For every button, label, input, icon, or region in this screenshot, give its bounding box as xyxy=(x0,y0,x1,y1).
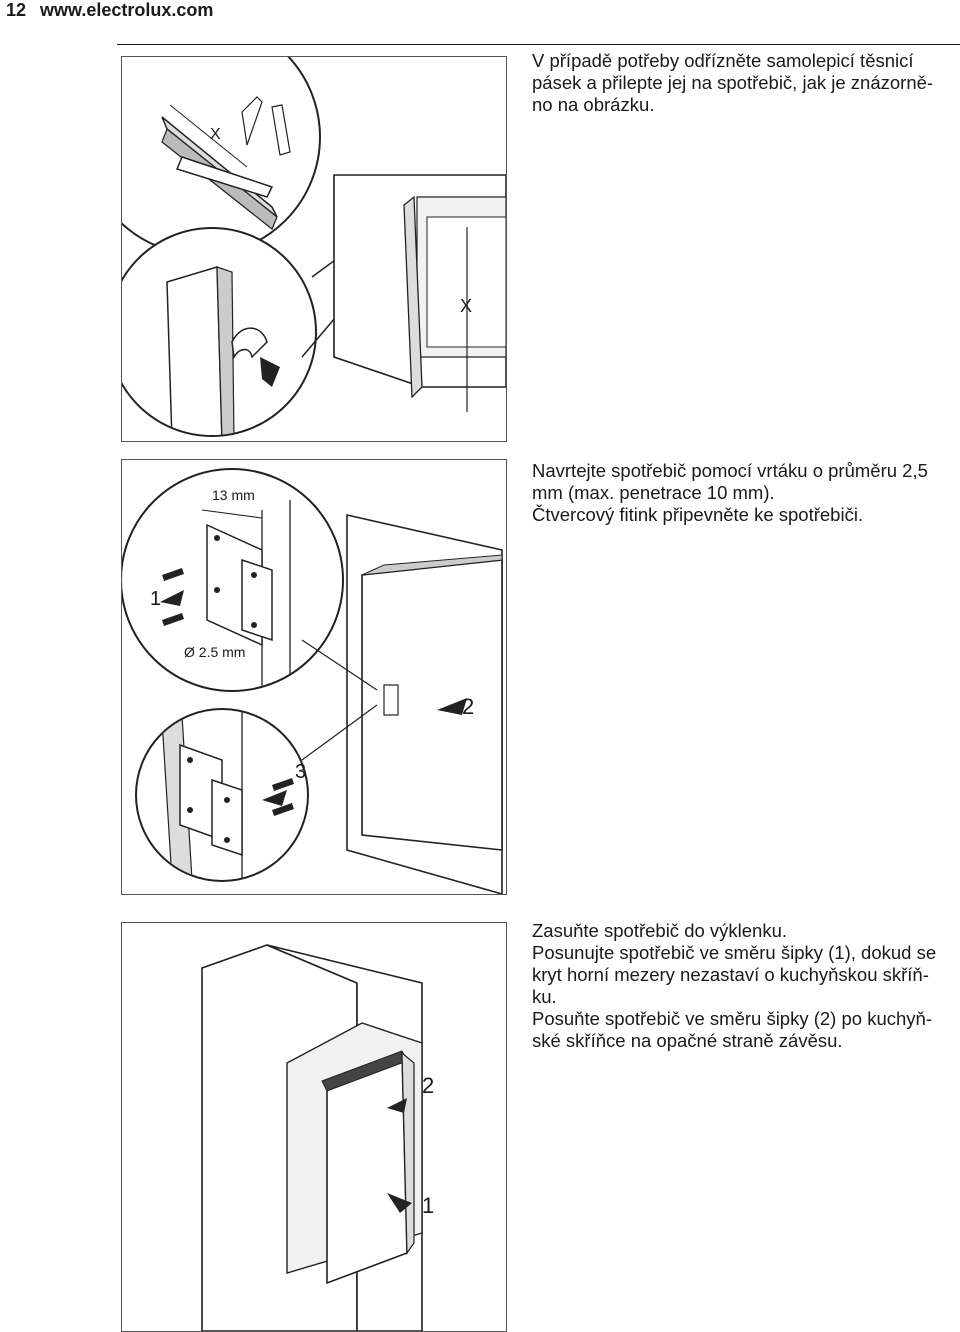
page-header: 12 www.electrolux.com xyxy=(0,0,960,26)
instruction-line: Posunujte spotřebič ve směru šipky (1), … xyxy=(532,942,937,985)
instruction-line: ské skříňce na opačné straně závěsu. xyxy=(532,1030,843,1051)
label-arrow-3: 3 xyxy=(295,761,306,783)
arrow-down-icon xyxy=(260,357,280,387)
screw-icon xyxy=(272,803,294,816)
knife-icon xyxy=(175,156,274,198)
instruction-line: ku. xyxy=(532,986,557,1007)
ruler-icon xyxy=(241,96,263,146)
label-arrow-1: 1 xyxy=(422,1193,434,1218)
label-arrow-2: 2 xyxy=(462,694,474,719)
drill-fitting-illustration: 2 13 mm 1 Ø 2.5 mm xyxy=(122,468,503,894)
arrow-2-icon xyxy=(437,698,467,715)
fitting-on-appliance xyxy=(383,684,399,716)
label-diameter: Ø 2.5 mm xyxy=(184,644,245,660)
instruction-cut-seal: V případě potřeby odřízněte samolepicí t… xyxy=(532,50,942,116)
figure-seal-strip: X X xyxy=(121,56,507,442)
label-x-small: X xyxy=(210,126,221,143)
arrow-1-icon xyxy=(387,1193,412,1213)
instruction-slide-in: Zasuňte spotřebič do výklenku. Posunujte… xyxy=(532,920,942,1052)
detail-circle-cut xyxy=(122,57,321,256)
label-13mm: 13 mm xyxy=(212,487,255,503)
seal-strip xyxy=(403,195,423,399)
instruction-line: Zasuňte spotřebič do výklenku. xyxy=(532,920,788,941)
measure-line xyxy=(169,104,248,168)
instruction-line: no na obrázku. xyxy=(532,94,655,115)
instruction-line: V případě potřeby odřízněte samolepicí t… xyxy=(532,50,934,93)
screw-icon xyxy=(162,568,184,581)
label-x-large: X xyxy=(460,296,472,316)
slide-in-illustration: 2 1 xyxy=(201,944,434,1331)
figure-slide-in: 2 1 xyxy=(121,922,507,1332)
appliance-front xyxy=(326,1051,408,1285)
instruction-line: Čtvercový fitink připevněte ke spotřebič… xyxy=(532,504,864,525)
figure-drill-fitting: 2 13 mm 1 Ø 2.5 mm xyxy=(121,459,507,895)
appliance-side xyxy=(361,559,503,851)
label-arrow-2: 2 xyxy=(422,1073,434,1098)
screw-icon xyxy=(162,613,184,626)
label-arrow-1: 1 xyxy=(150,588,161,610)
arrow-3-icon xyxy=(262,790,287,806)
arrow-2-icon xyxy=(387,1098,407,1113)
seal-strip-illustration: X X xyxy=(122,57,506,437)
instruction-line: Navrtejte spotřebič pomocí vrtáku o prům… xyxy=(532,460,928,503)
instruction-line: Posuňte spotřebič ve směru šipky (2) po … xyxy=(532,1008,932,1029)
instruction-drill: Navrtejte spotřebič pomocí vrtáku o prům… xyxy=(532,460,942,526)
website-link[interactable]: www.electrolux.com xyxy=(40,0,214,20)
screw-icon xyxy=(272,778,294,791)
arrow-1-icon xyxy=(160,590,184,606)
header-rule xyxy=(117,44,960,45)
page-number: 12 xyxy=(6,0,27,20)
